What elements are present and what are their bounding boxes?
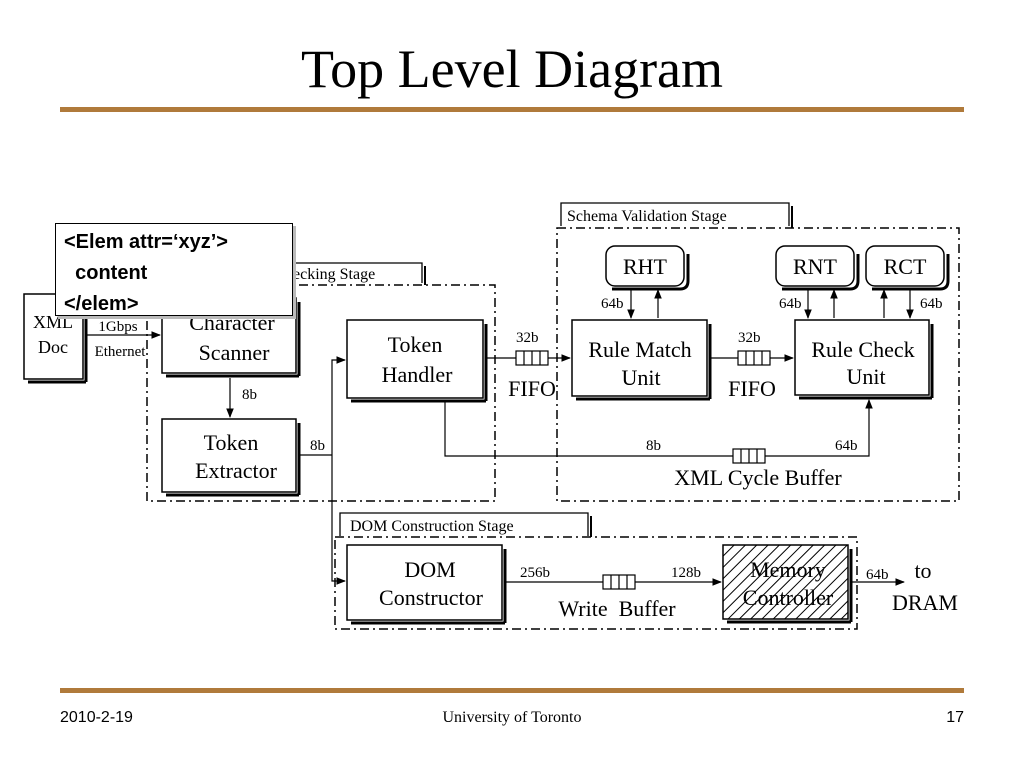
- buffer-labels: FIFO FIFO XML Cycle Buffer Write Buffer: [508, 376, 842, 621]
- svg-text:Rule Match: Rule Match: [588, 337, 691, 362]
- svg-text:32b: 32b: [516, 330, 539, 346]
- xml-example-callout: <Elem attr=‘xyz’> content </elem>: [55, 223, 293, 316]
- write-buffer-label: Write Buffer: [558, 596, 676, 621]
- svg-text:Unit: Unit: [846, 364, 885, 389]
- svg-text:Handler: Handler: [382, 362, 454, 387]
- syntax-stage-label: hecking Stage: [285, 266, 375, 283]
- rule-check-unit-block: Rule Check Unit: [794, 319, 934, 400]
- dom-stage-label: DOM Construction Stage: [350, 518, 514, 535]
- rnt-table-block: RNT: [775, 245, 860, 291]
- destination-dram-label: DRAM: [892, 590, 958, 615]
- svg-text:64b: 64b: [601, 296, 624, 312]
- svg-text:Token: Token: [204, 430, 259, 455]
- rht-table-block: RHT: [605, 245, 690, 291]
- footer-institution: University of Toronto: [442, 709, 582, 726]
- callout-line: <Elem attr=‘xyz’>: [64, 231, 228, 253]
- token-handler-block: Token Handler: [346, 319, 488, 403]
- svg-text:64b: 64b: [920, 296, 943, 312]
- svg-text:Scanner: Scanner: [199, 340, 271, 365]
- xml-cycle-buffer-icon: [732, 448, 766, 464]
- svg-text:Token: Token: [388, 332, 443, 357]
- syntax-stage-boundary: [146, 284, 496, 502]
- svg-text:Doc: Doc: [38, 337, 68, 357]
- svg-text:32b: 32b: [738, 330, 761, 346]
- svg-text:Constructor: Constructor: [379, 585, 484, 610]
- fifo-1-label: FIFO: [508, 376, 556, 401]
- svg-text:128b: 128b: [671, 565, 701, 581]
- svg-text:DOM: DOM: [404, 557, 455, 582]
- svg-text:Extractor: Extractor: [195, 458, 278, 483]
- footer-page-number: 17: [946, 709, 964, 726]
- svg-text:64b: 64b: [835, 438, 858, 454]
- bus-width-labels: 1Gbps Ethernet 8b 8b 32b 32b 64b 64b 64b…: [95, 296, 958, 615]
- svg-text:64b: 64b: [866, 567, 889, 583]
- footer-rule: [60, 688, 964, 693]
- svg-text:8b: 8b: [646, 438, 661, 454]
- schema-stage-tab: Schema Validation Stage: [560, 202, 793, 228]
- callout-line: content: [64, 262, 148, 284]
- memory-controller-block: Memory Controller: [722, 544, 853, 624]
- svg-text:Memory: Memory: [750, 557, 826, 582]
- svg-text:RCT: RCT: [884, 254, 927, 279]
- fifo-2-label: FIFO: [728, 376, 776, 401]
- fifo-1-icon: [515, 350, 549, 366]
- ethernet-label: Ethernet: [95, 344, 147, 360]
- svg-text:8b: 8b: [310, 438, 325, 454]
- write-buffer-icon: [602, 574, 636, 590]
- xml-cycle-buffer-label: XML Cycle Buffer: [674, 465, 842, 490]
- callout-line: </elem>: [64, 293, 139, 315]
- dom-stage-tab: DOM Construction Stage: [339, 512, 592, 537]
- svg-text:8b: 8b: [242, 387, 257, 403]
- svg-text:256b: 256b: [520, 565, 550, 581]
- svg-text:Rule Check: Rule Check: [811, 337, 914, 362]
- data-paths: [86, 289, 914, 586]
- title-underline: [60, 107, 964, 112]
- schema-stage-label: Schema Validation Stage: [567, 208, 727, 225]
- schema-stage-boundary: [556, 227, 960, 502]
- dom-stage-boundary: [334, 536, 858, 630]
- syntax-stage-tab: hecking Stage: [269, 262, 426, 285]
- footer-date: 2010-2-19: [60, 709, 133, 726]
- rct-table-block: RCT: [865, 245, 950, 291]
- token-extractor-block: Token Extractor: [161, 418, 301, 497]
- svg-text:Unit: Unit: [621, 365, 660, 390]
- destination-label: to: [914, 558, 931, 583]
- svg-text:Controller: Controller: [743, 585, 834, 610]
- svg-text:64b: 64b: [779, 296, 802, 312]
- dom-constructor-block: DOM Constructor: [346, 544, 507, 625]
- ethernet-speed-label: 1Gbps: [98, 319, 137, 335]
- fifo-2-icon: [737, 350, 771, 366]
- svg-text:RNT: RNT: [793, 254, 838, 279]
- page-title: Top Level Diagram: [300, 39, 724, 99]
- svg-text:RHT: RHT: [623, 254, 668, 279]
- rule-match-unit-block: Rule Match Unit: [571, 319, 712, 401]
- svg-text:XML: XML: [33, 312, 73, 332]
